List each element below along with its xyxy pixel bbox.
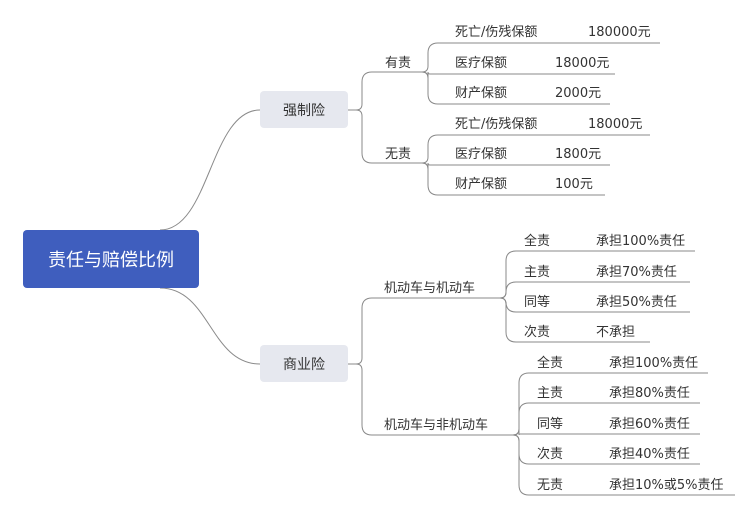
leaf-name[interactable]: 同等 [524,295,551,310]
leaf-value: 承担50%责任 [596,295,677,310]
leaf-name[interactable]: 无责 [537,478,564,493]
root-label: 责任与赔偿比例 [48,250,174,271]
leaf-value: 承担60%责任 [609,417,690,432]
connector-compulsory-notliable [348,109,412,164]
connector-root-commercial [159,287,261,365]
leaf-name[interactable]: 全责 [524,234,551,249]
leaf-value: 承担70%责任 [596,265,677,280]
leaf-value: 18000元 [588,117,643,132]
branch-compulsory-label: 强制险 [283,102,325,119]
connector-commercial-vv [348,297,490,365]
leaf-name[interactable]: 全责 [537,356,564,371]
connector-vv-leaf [490,281,690,299]
group-liable[interactable]: 有责 [385,56,412,71]
leaf-name[interactable]: 财产保额 [455,177,508,192]
leaf-value: 2000元 [555,86,602,101]
branch-compulsory-insurance[interactable]: 强制险 [260,91,348,128]
leaf-value: 承担100%责任 [596,234,686,249]
connector-notliable-leaf [412,134,650,164]
connector-liable-leaf [412,71,610,105]
leaf-value: 承担80%责任 [609,386,690,401]
connector-commercial-vn [348,363,505,436]
connector-notliable-leaf [412,162,605,196]
connector-vn-leaf [505,434,735,496]
root-node[interactable]: 责任与赔偿比例 [23,230,199,288]
leaf-name[interactable]: 主责 [524,265,551,280]
connector-notliable-leaf [412,162,610,170]
leaf-value: 承担100%责任 [609,356,699,371]
group-not-liable[interactable]: 无责 [385,147,412,162]
branch-commercial-label: 商业险 [283,356,325,373]
leaf-value: 承担40%责任 [609,447,690,462]
leaf-name[interactable]: 医疗保额 [455,147,508,162]
connector-vn-leaf [505,428,700,436]
leaf-value: 承担10%或5%责任 [609,478,724,493]
branch-commercial-insurance[interactable]: 商业险 [260,345,348,382]
group-vehicle-vs-vehicle[interactable]: 机动车与机动车 [384,281,476,296]
leaf-name[interactable]: 医疗保额 [455,56,508,71]
leaf-name[interactable]: 主责 [537,386,564,401]
leaf-value: 1800元 [555,147,602,162]
connector-root-compulsory [159,109,261,231]
leaf-name[interactable]: 同等 [537,417,564,432]
leaf-name[interactable]: 次责 [524,325,551,340]
group-vehicle-vs-nonmotor[interactable]: 机动车与非机动车 [384,418,489,433]
leaf-name[interactable]: 死亡/伤残保额 [455,25,538,40]
leaf-name[interactable]: 死亡/伤残保额 [455,117,538,132]
leaf-value: 100元 [555,177,593,192]
leaf-value: 180000元 [588,25,651,40]
connector-liable-leaf [412,42,660,73]
leaf-name[interactable]: 次责 [537,447,564,462]
leaf-name[interactable]: 财产保额 [455,86,508,101]
connector-compulsory-liable [348,71,412,111]
leaf-value: 不承担 [596,325,636,340]
connector-liable-leaf [412,71,615,79]
leaf-value: 18000元 [555,56,610,71]
connector-vv-leaf [490,297,650,343]
